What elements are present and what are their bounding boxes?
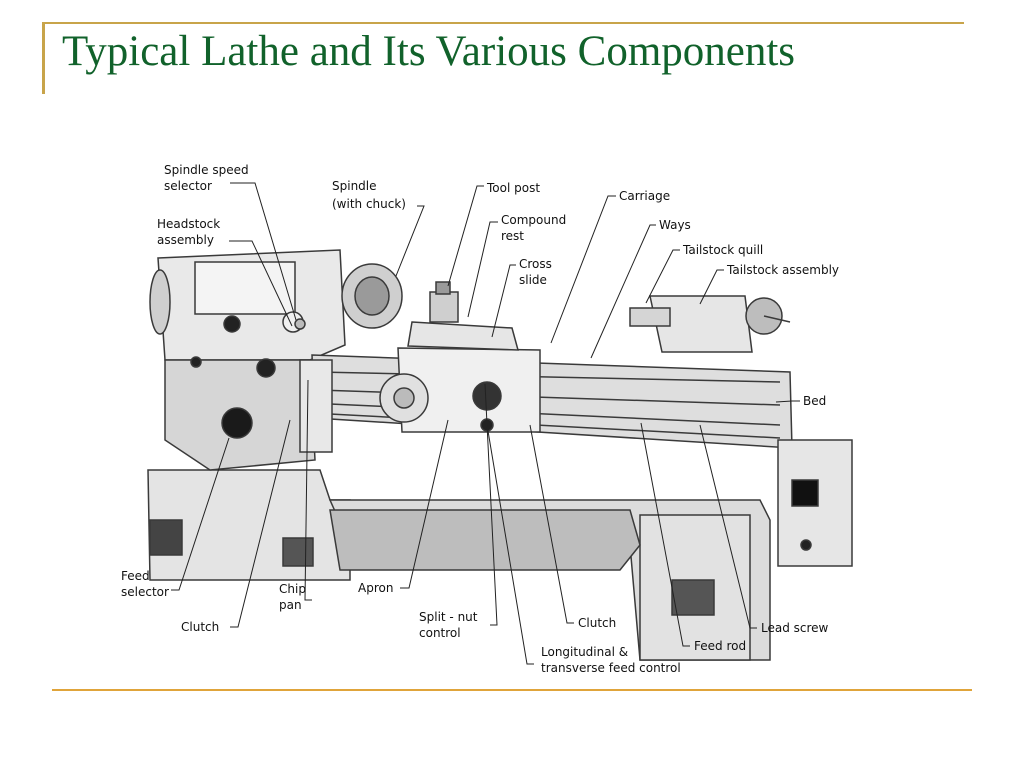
label-spindle: Spindle(with chuck)	[332, 179, 406, 211]
slide-title: Typical Lathe and Its Various Components	[62, 28, 796, 75]
label-tailstock-quill: Tailstock quill	[682, 243, 763, 257]
label-ways: Ways	[659, 218, 691, 232]
title-rule	[42, 22, 964, 24]
label-clutch-left: Clutch	[181, 620, 219, 634]
leader-lines	[171, 182, 800, 665]
footer-rule	[52, 689, 972, 691]
label-bed: Bed	[803, 394, 826, 408]
label-feed-rod: Feed rod	[694, 639, 746, 653]
label-apron: Apron	[358, 581, 393, 595]
title-accent-bar	[42, 22, 45, 94]
label-lead-screw: Lead screw	[761, 621, 829, 635]
label-clutch-right: Clutch	[578, 616, 616, 630]
label-tailstock-assembly: Tailstock assembly	[726, 263, 839, 277]
label-carriage: Carriage	[619, 189, 670, 203]
label-longitudinal-feed-control: Longitudinal &transverse feed control	[541, 645, 681, 675]
lathe-illustration	[147, 249, 853, 661]
label-tool-post: Tool post	[486, 181, 540, 195]
